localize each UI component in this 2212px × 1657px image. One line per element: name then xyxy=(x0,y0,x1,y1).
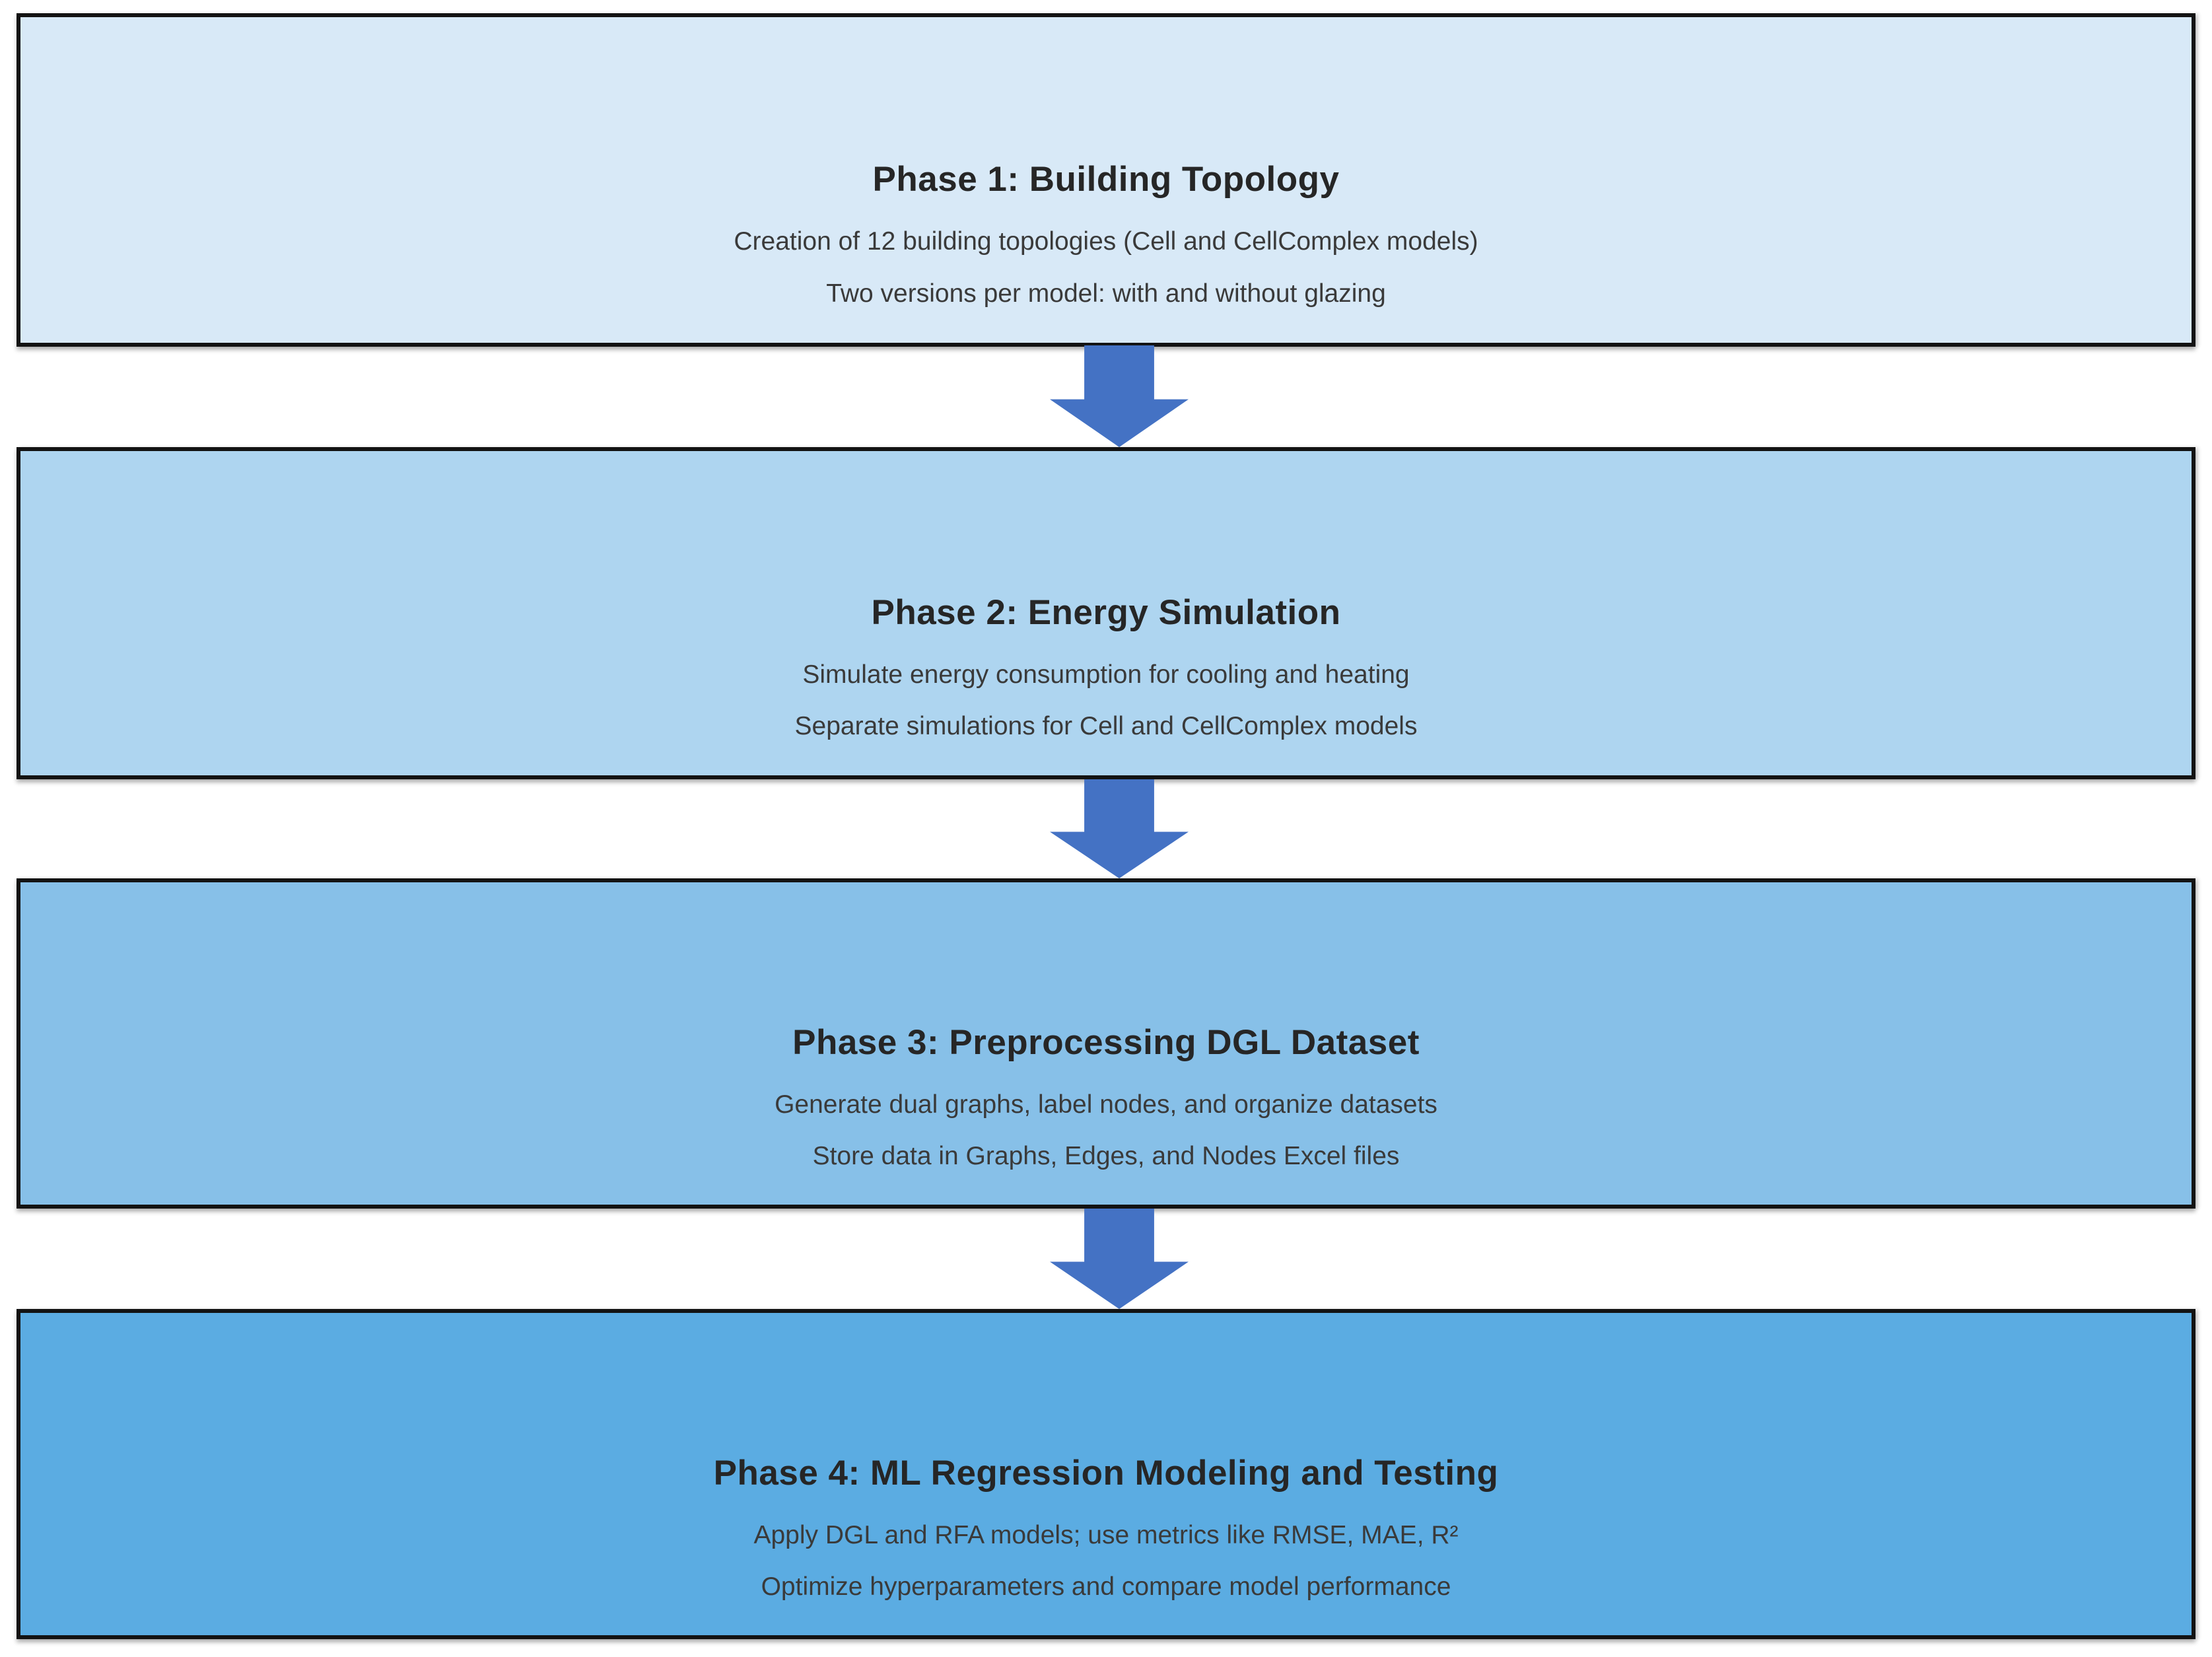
phase-2-detail-1: Simulate energy consumption for cooling … xyxy=(802,660,1410,689)
phase-3-detail-1: Generate dual graphs, label nodes, and o… xyxy=(775,1090,1437,1119)
phase-3-box: Phase 3: Preprocessing DGL Dataset Gener… xyxy=(17,878,2195,1209)
phase-2-box: Phase 2: Energy Simulation Simulate ener… xyxy=(17,447,2195,779)
down-arrow-icon-1 xyxy=(1050,345,1189,447)
phase-1-detail-2: Two versions per model: with and without… xyxy=(826,279,1386,308)
phase-2-detail-2: Separate simulations for Cell and CellCo… xyxy=(794,712,1418,741)
phase-1-title: Phase 1: Building Topology xyxy=(872,159,1340,199)
phase-1-detail-1: Creation of 12 building topologies (Cell… xyxy=(734,227,1478,256)
phase-2-title: Phase 2: Energy Simulation xyxy=(871,592,1341,632)
phase-4-title: Phase 4: ML Regression Modeling and Test… xyxy=(713,1454,1499,1493)
down-arrow-icon-2 xyxy=(1050,779,1189,878)
phase-1-box: Phase 1: Building Topology Creation of 1… xyxy=(17,13,2195,347)
phase-4-detail-2: Optimize hyperparameters and compare mod… xyxy=(761,1572,1451,1601)
down-arrow-icon-3 xyxy=(1050,1209,1189,1309)
phase-3-detail-2: Store data in Graphs, Edges, and Nodes E… xyxy=(812,1141,1400,1170)
phase-4-box: Phase 4: ML Regression Modeling and Test… xyxy=(17,1309,2195,1639)
phase-4-detail-1: Apply DGL and RFA models; use metrics li… xyxy=(753,1520,1459,1549)
phase-3-title: Phase 3: Preprocessing DGL Dataset xyxy=(792,1023,1420,1062)
